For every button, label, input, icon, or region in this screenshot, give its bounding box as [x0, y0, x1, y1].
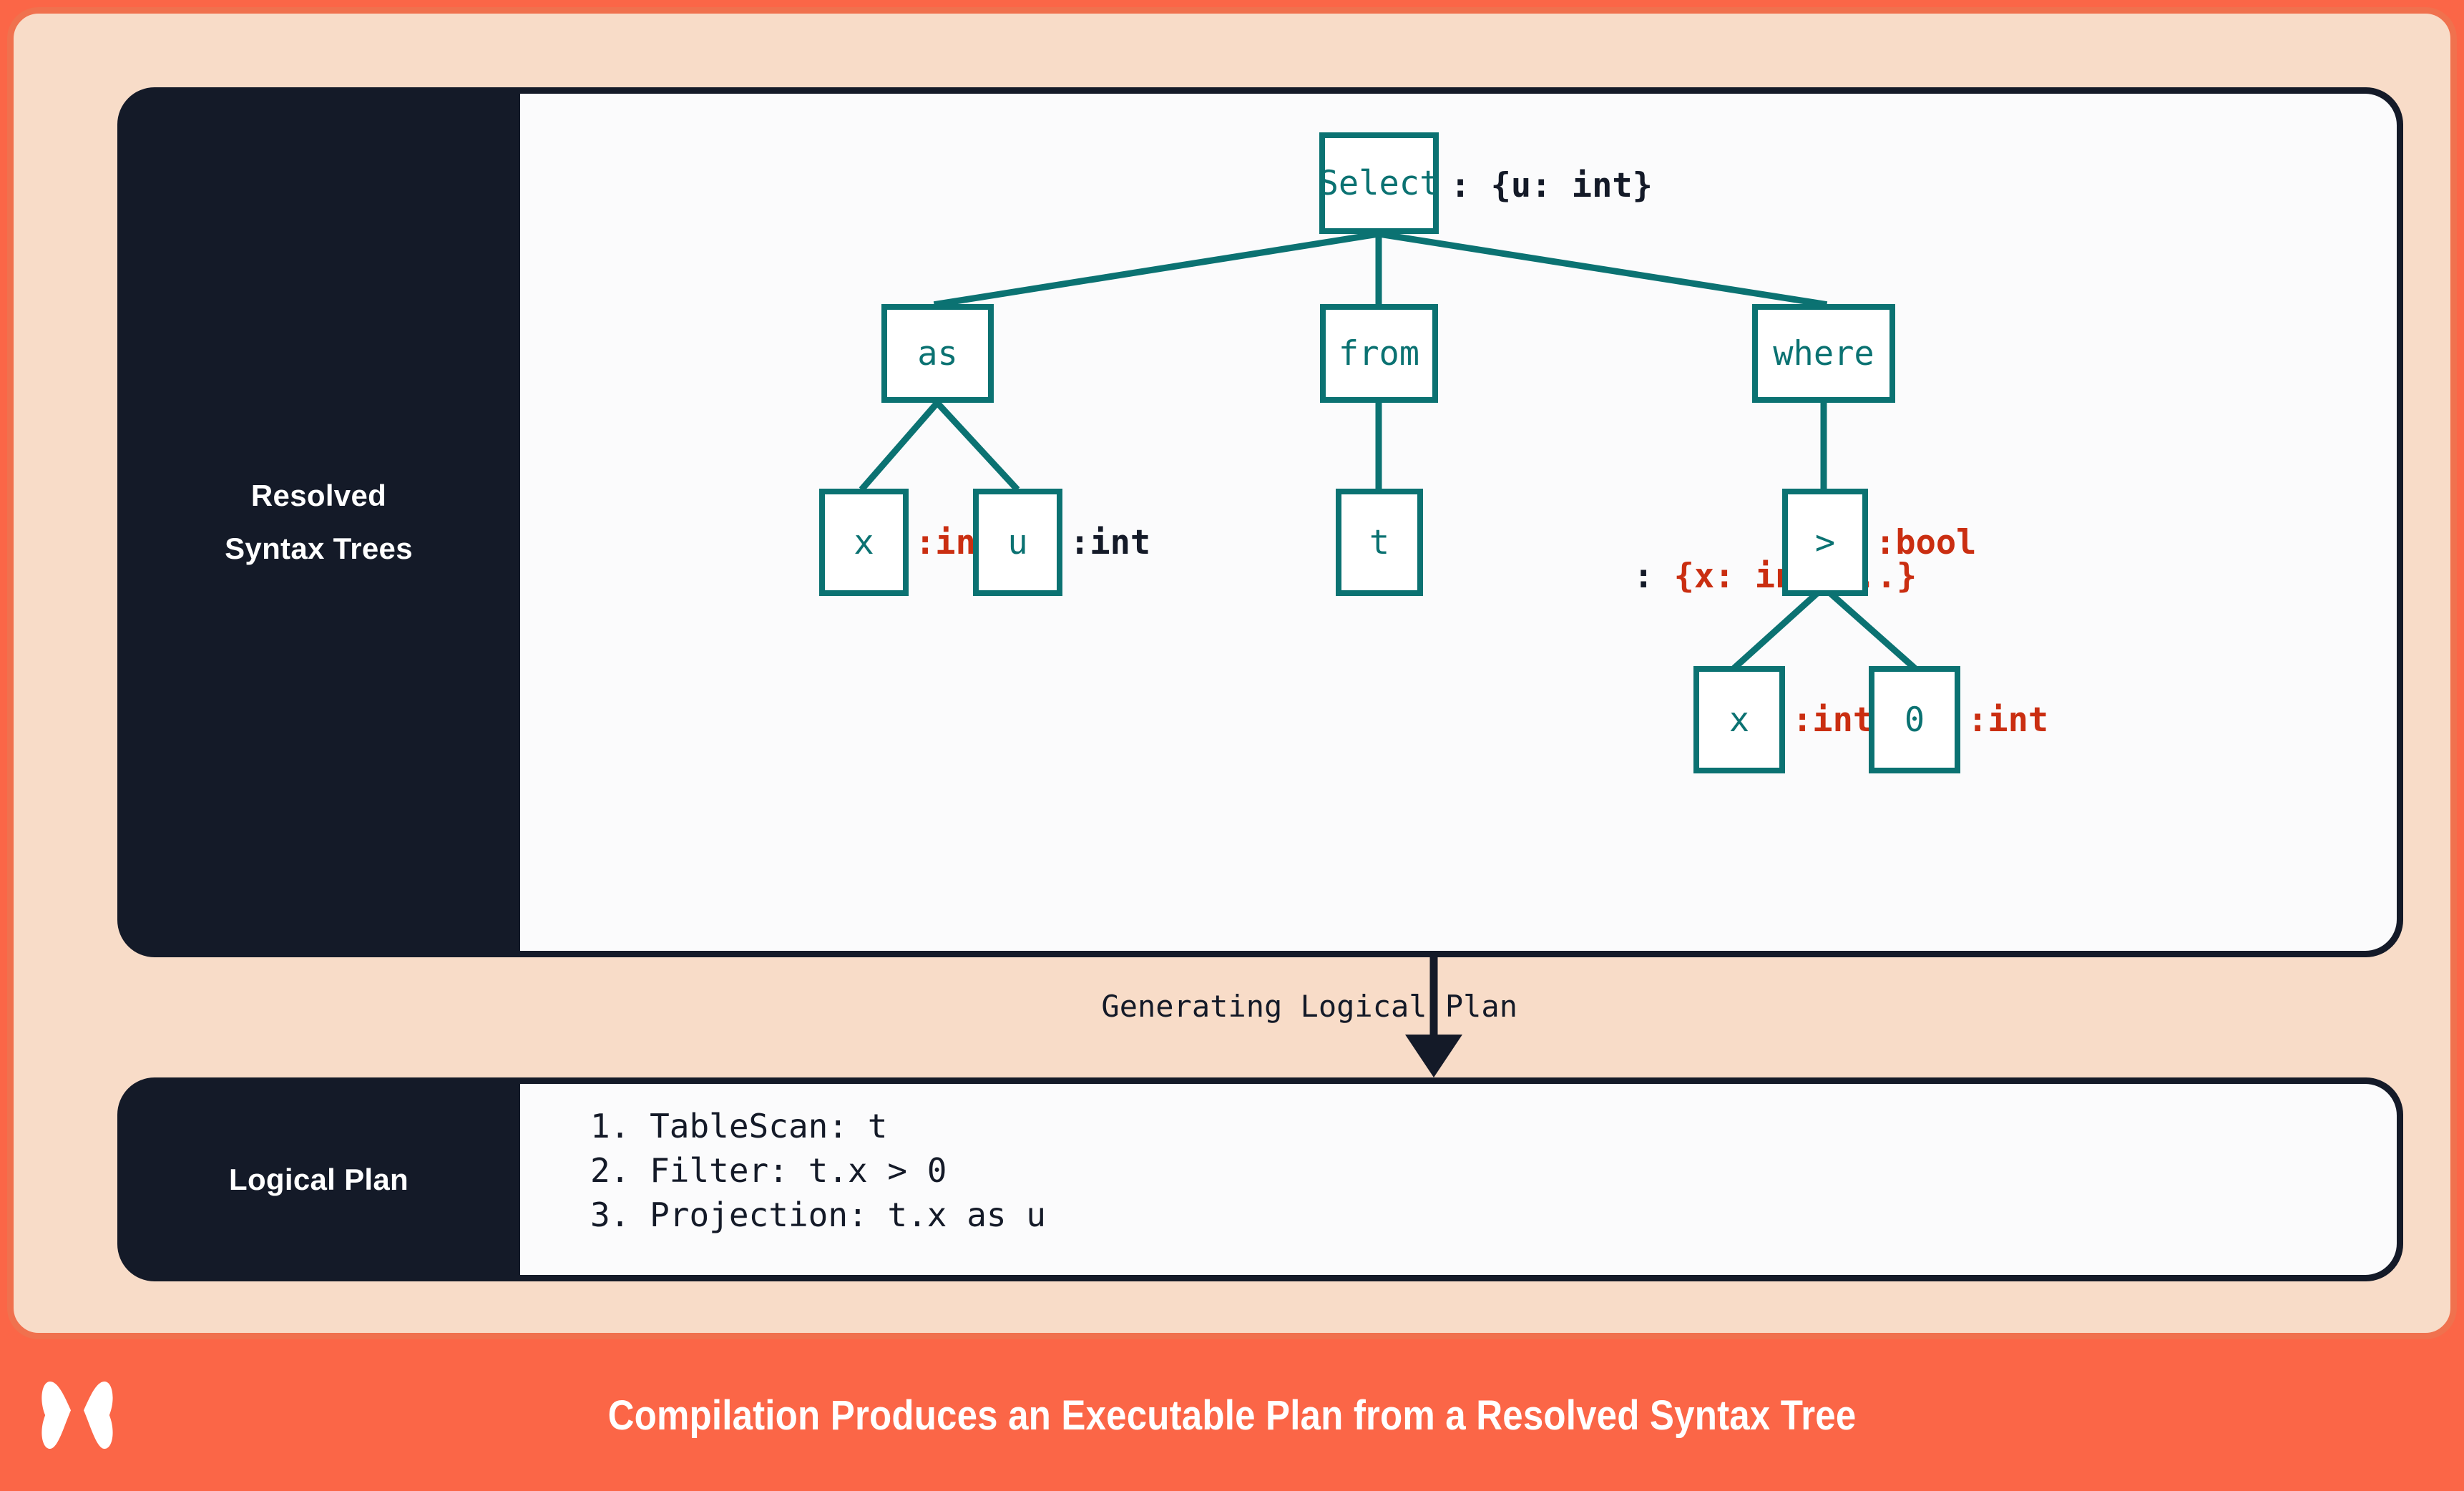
syntax-tree-canvas: Select : {u: int} as from where x :int	[520, 94, 2397, 951]
tree-node-label: where	[1773, 333, 1874, 373]
tree-node-label: u	[1007, 522, 1028, 562]
tree-node-label: x	[1729, 700, 1750, 740]
tree-node-gt-type: :bool	[1875, 523, 1977, 562]
tree-node-gt[interactable]: >	[1782, 489, 1868, 596]
plan-step: 1. TableScan: t	[590, 1107, 888, 1145]
logical-plan-card: Logical Plan 1. TableScan: t 2. Filter: …	[117, 1077, 2403, 1281]
tree-node-as-u-type: :int	[1070, 523, 1151, 562]
tree-node-select-type: : {u: int}	[1450, 166, 1653, 205]
plan-step: 3. Projection: t.x as u	[590, 1196, 1046, 1235]
logical-plan-steps: 1. TableScan: t 2. Filter: t.x > 0 3. Pr…	[520, 1084, 2397, 1275]
tree-node-gt-zero-type: :int	[1967, 700, 2049, 740]
tree-node-gt-x-type: :int	[1792, 700, 1874, 740]
stage-label-line2: Syntax Trees	[225, 532, 413, 565]
footer-bar: Compilation Produces an Executable Plan …	[0, 1339, 2464, 1491]
tree-node-from-t[interactable]: t	[1336, 489, 1423, 596]
tree-node-select[interactable]: Select	[1319, 132, 1439, 234]
tree-node-label: from	[1338, 333, 1420, 373]
tree-node-as-x[interactable]: x	[819, 489, 909, 596]
connector-label: Generating Logical Plan	[1101, 989, 1517, 1024]
tree-node-label: x	[854, 522, 874, 562]
connector-arrow-icon	[1405, 957, 1462, 1077]
tree-node-gt-x[interactable]: x	[1693, 666, 1785, 773]
tree-node-as[interactable]: as	[881, 304, 994, 403]
tree-node-label: t	[1369, 522, 1390, 562]
stage-label: Resolved Syntax Trees	[117, 87, 520, 957]
tree-node-label: as	[917, 333, 958, 373]
tree-node-label: >	[1814, 522, 1836, 562]
tree-node-as-u[interactable]: u	[973, 489, 1062, 596]
butterfly-x-logo-icon	[41, 1381, 113, 1450]
tree-node-label: Select	[1318, 163, 1440, 203]
plan-step: 2. Filter: t.x > 0	[590, 1151, 947, 1191]
content-panel: Resolved Syntax Trees	[7, 7, 2457, 1339]
footer-caption: Compilation Produces an Executable Plan …	[607, 1392, 1857, 1439]
tree-edges	[859, 230, 1917, 671]
stage-label-line1: Resolved	[250, 479, 387, 512]
tree-node-gt-zero[interactable]: 0	[1869, 666, 1960, 773]
stage-connector: Generating Logical Plan	[117, 957, 2403, 1077]
logical-plan-label: Logical Plan	[229, 1162, 409, 1196]
tree-node-where[interactable]: where	[1752, 304, 1895, 403]
tree-node-from-t-type: : {x: int,...}	[1431, 526, 1917, 627]
tree-node-from[interactable]: from	[1320, 304, 1438, 403]
tree-node-label: 0	[1904, 700, 1925, 740]
resolved-syntax-trees-card: Resolved Syntax Trees	[117, 87, 2403, 957]
